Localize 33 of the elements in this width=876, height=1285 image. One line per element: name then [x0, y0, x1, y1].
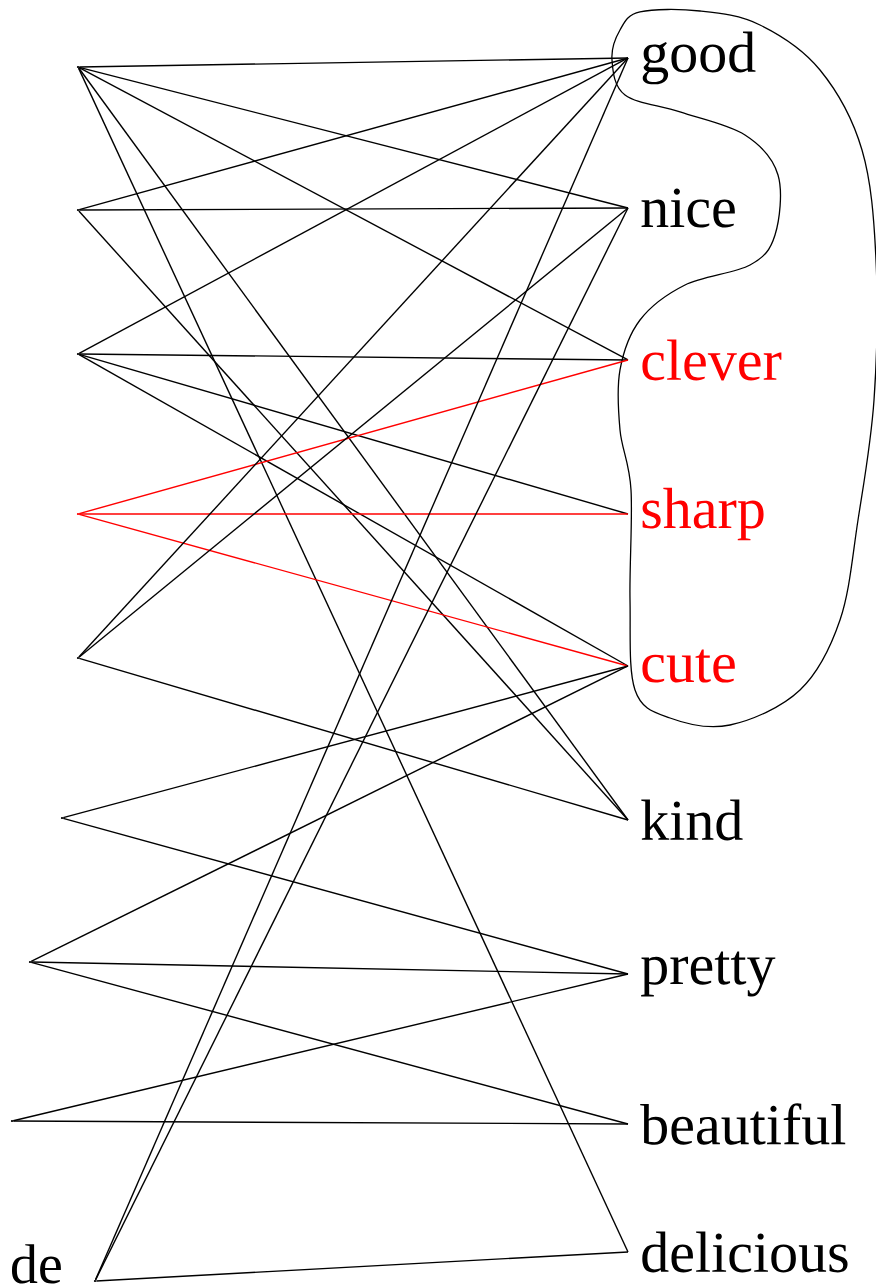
line-junction [60, 816, 64, 820]
word-label: kind [641, 799, 743, 841]
word-label: beautiful [640, 1103, 846, 1145]
line-junction [10, 1119, 14, 1123]
connecting-line [78, 207, 629, 211]
word-label: delicious [642, 1231, 848, 1273]
line-junction [93, 1279, 97, 1283]
connecting-line [95, 1251, 629, 1282]
line-junction [28, 960, 32, 964]
line-junction [76, 352, 80, 356]
word-label: clever [642, 339, 782, 381]
line-junction [76, 65, 80, 69]
line-junction [76, 208, 80, 212]
connecting-line [78, 353, 629, 667]
word-label: pretty [641, 951, 776, 997]
connecting-line [12, 1120, 629, 1125]
word-label: de [11, 1244, 61, 1284]
connecting-line [78, 210, 629, 821]
connecting-line [78, 207, 629, 658]
group-outline [611, 8, 876, 728]
line-junction [76, 656, 80, 660]
word-label: cute [642, 649, 735, 683]
connecting-line [78, 353, 629, 361]
word-label: nice [641, 188, 735, 228]
line-junction [76, 512, 80, 516]
word-label: sharp [642, 487, 764, 541]
connecting-line [78, 513, 629, 515]
connecting-line [78, 513, 629, 667]
connecting-line [78, 57, 629, 68]
word-label: good [642, 31, 756, 85]
connecting-line [30, 961, 629, 975]
connecting-line [30, 665, 629, 963]
connecting-line [78, 57, 629, 658]
